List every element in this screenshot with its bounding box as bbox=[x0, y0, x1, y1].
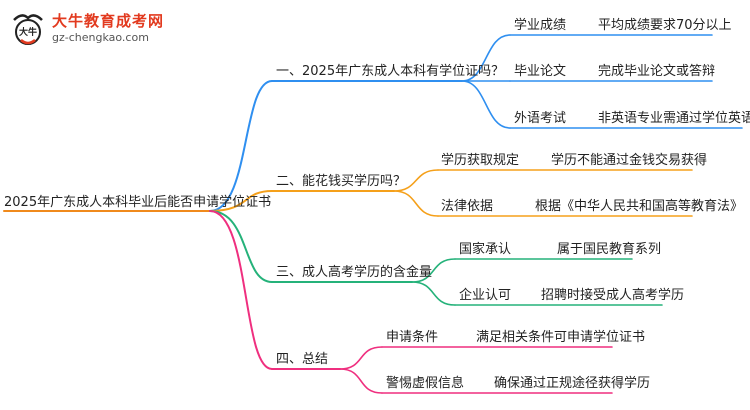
branch-4-leaf-2-key: 警惕虚假信息 bbox=[386, 376, 465, 391]
leaf-6-connector bbox=[411, 258, 456, 283]
leaf-9-connector bbox=[339, 368, 383, 394]
logo-title: 大牛教育成考网 bbox=[52, 12, 165, 30]
ox-logo-icon: 大牛 bbox=[13, 14, 43, 45]
branch-1-leaf-3-key: 外语考试 bbox=[514, 111, 567, 126]
branch-3-label: 三、成人高考学历的含金量 bbox=[276, 265, 433, 280]
branch-4-leaf-2-value: 确保通过正规途径获得学历 bbox=[494, 376, 651, 391]
leaf-7-connector bbox=[411, 281, 456, 306]
branch-1-leaf-3-value: 非英语专业需通过学位英语考试 bbox=[598, 111, 750, 126]
site-logo[interactable]: 大牛 大牛教育成考网 gz-chengkao.com bbox=[8, 8, 198, 52]
branch-3-leaf-2-value: 招聘时接受成人高考学历 bbox=[541, 288, 685, 303]
leaf-4-connector bbox=[393, 169, 439, 192]
branch-4-leaf-1-value: 满足相关条件可申请学位证书 bbox=[476, 330, 646, 345]
branch-1-leaf-1-value: 平均成绩要求70分以上 bbox=[598, 18, 732, 33]
leaf-3-connector bbox=[461, 80, 511, 129]
branch-1-label: 一、2025年广东成人本科有学位证吗？ bbox=[276, 64, 505, 79]
leaf-8-connector bbox=[339, 346, 383, 370]
branch-3-connector bbox=[209, 210, 273, 283]
branch-4-label: 四、总结 bbox=[276, 352, 329, 367]
branch-2-label: 二、能花钱买学历吗？ bbox=[276, 174, 407, 189]
branch-3-leaf-1-key: 国家承认 bbox=[459, 242, 512, 257]
branch-1-connector bbox=[209, 80, 273, 212]
branch-2-leaf-2-key: 法律依据 bbox=[441, 199, 494, 214]
logo-url: gz-chengkao.com bbox=[52, 31, 149, 44]
branch-1-leaf-2-key: 毕业论文 bbox=[514, 64, 567, 79]
branch-2-connector bbox=[209, 190, 273, 212]
leaf-5-connector bbox=[393, 190, 439, 217]
branch-3-leaf-2-key: 企业认可 bbox=[459, 288, 512, 303]
branch-1-leaf-1-key: 学业成绩 bbox=[514, 18, 567, 33]
logo-mark-text: 大牛 bbox=[19, 26, 37, 38]
branch-1-leaf-2-value: 完成毕业论文或答辩 bbox=[598, 64, 716, 79]
leaf-1-connector bbox=[461, 34, 511, 82]
branch-4-leaf-1-key: 申请条件 bbox=[386, 330, 439, 345]
branch-2-leaf-2-value: 根据《中华人民共和国高等教育法》 bbox=[535, 199, 744, 214]
branch-4-connector bbox=[209, 210, 273, 370]
branch-3-leaf-1-value: 属于国民教育系列 bbox=[557, 242, 662, 257]
root-topic: 2025年广东成人本科毕业后能否申请学位证书 bbox=[4, 195, 272, 210]
branch-2-leaf-1-value: 学历不能通过金钱交易获得 bbox=[551, 153, 708, 168]
branch-2-leaf-1-key: 学历获取规定 bbox=[441, 153, 520, 168]
